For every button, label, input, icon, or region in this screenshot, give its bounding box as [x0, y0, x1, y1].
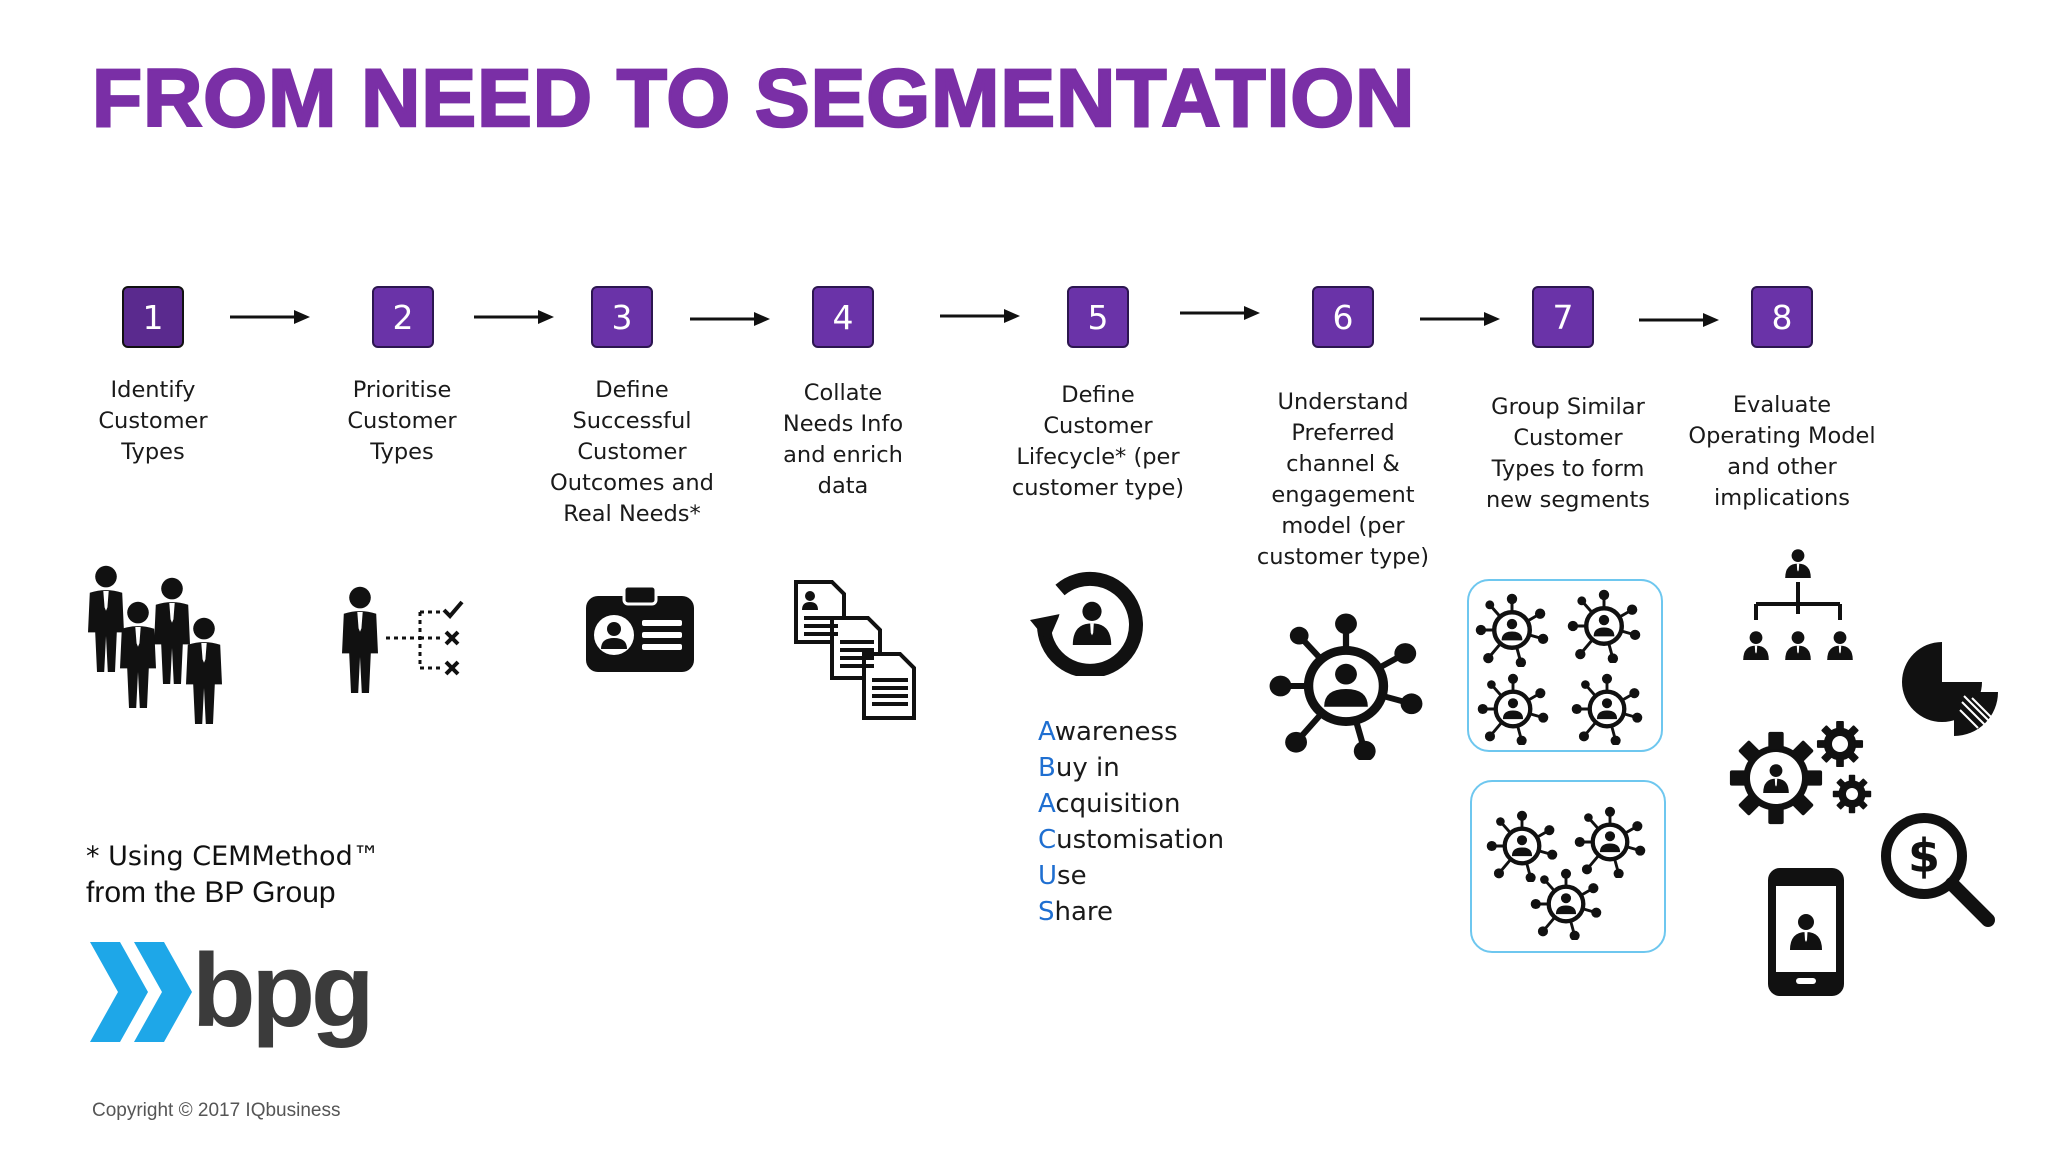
pie-chart-icon	[1902, 642, 1998, 736]
lifecycle-item: Buy in	[1038, 753, 1120, 783]
arrow-icon	[230, 310, 310, 324]
lifecycle-person-icon	[1030, 571, 1143, 676]
step-2-number: 2	[372, 286, 434, 348]
segments-network-icon	[1469, 581, 1661, 750]
page-title: FROM NEED TO SEGMENTATION	[91, 52, 1416, 146]
person-checklist-icon	[342, 586, 464, 693]
lifecycle-item: Share	[1038, 897, 1114, 927]
lifecycle-item: Awareness	[1038, 717, 1178, 747]
step-8-number: 8	[1751, 286, 1813, 348]
step-1-number: 1	[122, 286, 184, 348]
step-7-number: 7	[1532, 286, 1594, 348]
arrow-icon	[1420, 312, 1500, 326]
segment-box-bottom	[1470, 780, 1666, 953]
step-5-number: 5	[1067, 286, 1129, 348]
arrow-icon	[1639, 313, 1719, 327]
lifecycle-item: Use	[1038, 861, 1087, 891]
arrow-icon	[690, 312, 770, 326]
svg-text:$: $	[1908, 829, 1940, 883]
arrow-icon	[1180, 306, 1260, 320]
lifecycle-list: Awareness Buy in Acquisition Customisati…	[1038, 714, 1224, 930]
people-group-icon	[88, 565, 222, 724]
lifecycle-item: Customisation	[1038, 825, 1225, 855]
id-card-icon	[586, 586, 694, 672]
network-person-icon	[1268, 612, 1424, 760]
bpg-logo: bpg	[86, 933, 386, 1060]
logo-text: bpg	[192, 936, 371, 1049]
mobile-phone-icon	[1768, 868, 1844, 996]
segment-box-top	[1467, 579, 1663, 752]
step-4-number: 4	[812, 286, 874, 348]
segments-network-icon	[1472, 782, 1664, 951]
dollar-search-icon: $	[1881, 813, 1995, 927]
step-6-number: 6	[1312, 286, 1374, 348]
documents-icon	[794, 580, 916, 720]
copyright-text: Copyright © 2017 IQbusiness	[92, 1100, 341, 1121]
lifecycle-item: Acquisition	[1038, 789, 1181, 819]
arrow-icon	[474, 310, 554, 324]
arrow-icon	[940, 309, 1020, 323]
gears-person-icon	[1729, 720, 1872, 825]
step-3-number: 3	[591, 286, 653, 348]
footnote: * Using CEMMethod™ from the BP Group	[86, 841, 380, 909]
org-chart-icon	[1743, 549, 1853, 660]
